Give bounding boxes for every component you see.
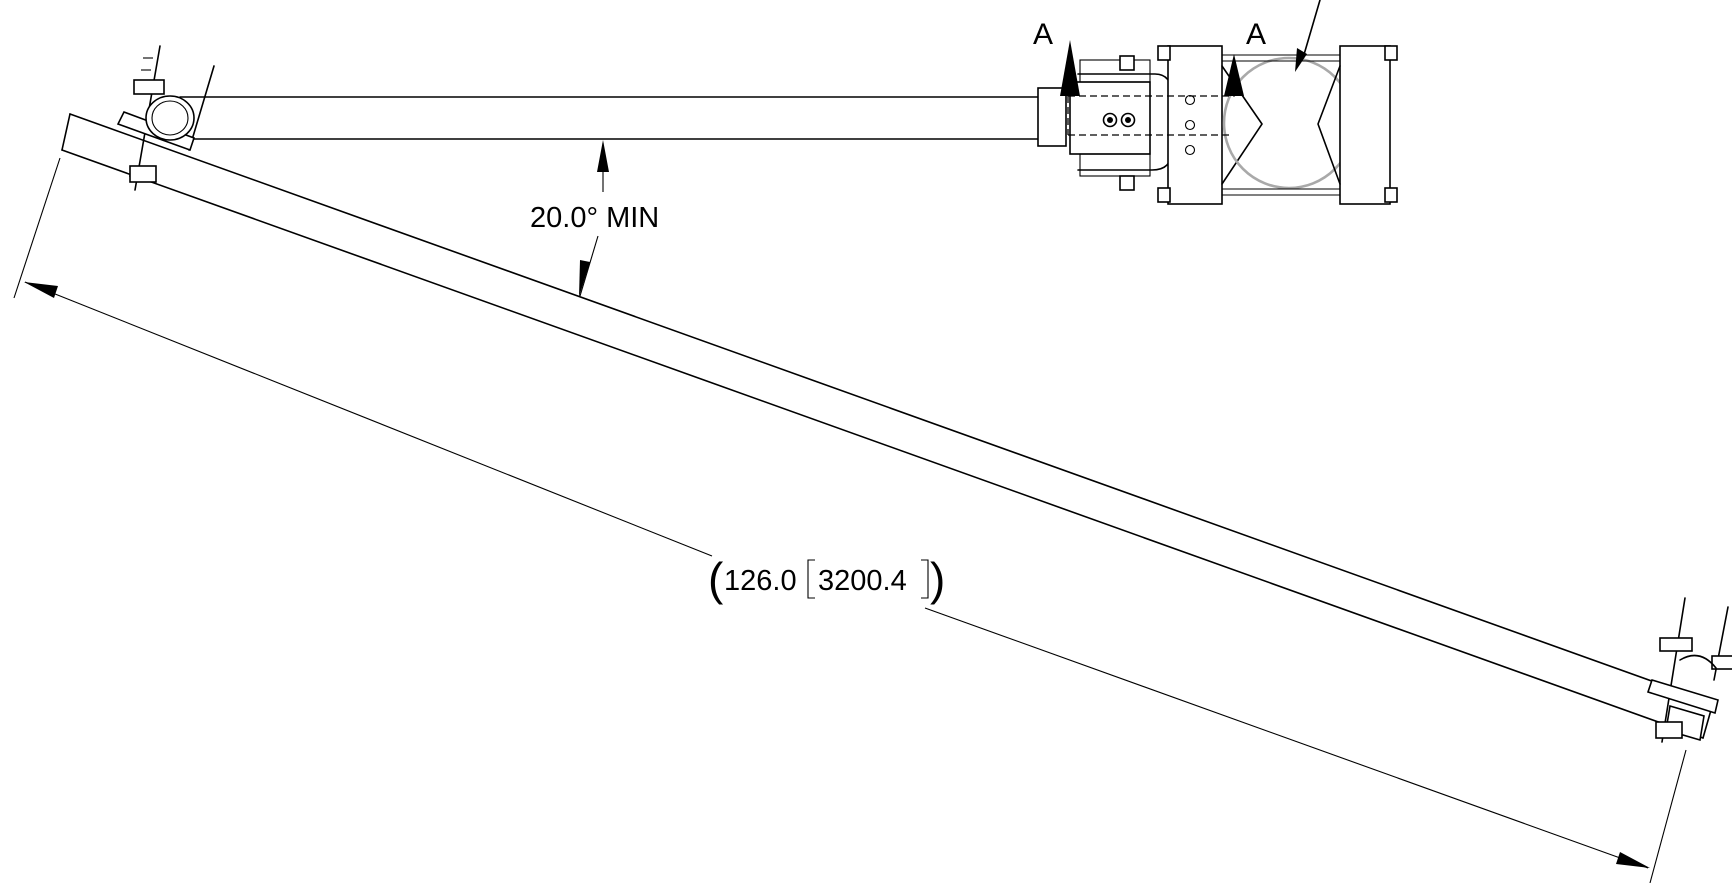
section-label-a-right: A: [1246, 18, 1266, 51]
angle-dimension: 20.0° MIN: [530, 140, 659, 297]
length-inches-text: 126.0: [724, 565, 797, 597]
section-label-a-left: A: [1033, 18, 1053, 51]
left-nut-bottom: [129, 165, 157, 183]
left-nut-top: [133, 79, 165, 95]
svg-text:(: (: [708, 553, 724, 605]
length-dimension: ( 126.0 3200.4 ): [13, 157, 1687, 883]
mast-bracket: [1067, 45, 1398, 205]
svg-text:): ): [930, 553, 945, 605]
right-clamp-plate: [1646, 679, 1719, 715]
section-a-markers: A A: [1033, 0, 1321, 97]
left-pipe-section: [145, 95, 195, 141]
bracket-bolt-top: [1119, 55, 1135, 71]
angle-dimension-text: 20.0° MIN: [530, 202, 659, 234]
bracket-bolt-bottom: [1119, 175, 1135, 191]
length-mm-text: 3200.4: [818, 565, 907, 597]
length-dimension-label: ( 126.0 3200.4 ): [708, 553, 945, 605]
right-clamp: [1646, 597, 1732, 743]
left-clamp: [116, 45, 215, 191]
right-nut-top: [1659, 637, 1693, 652]
diagonal-brace: [61, 113, 1714, 739]
right-u-bolt: [1679, 654, 1717, 669]
horizontal-arm: [179, 87, 1067, 147]
outer-clamp-plate: [1339, 45, 1391, 205]
right-nut-bottom: [1655, 721, 1683, 739]
left-threaded-rod-2: [188, 65, 215, 151]
right-threaded-rod-1: [1661, 597, 1686, 743]
